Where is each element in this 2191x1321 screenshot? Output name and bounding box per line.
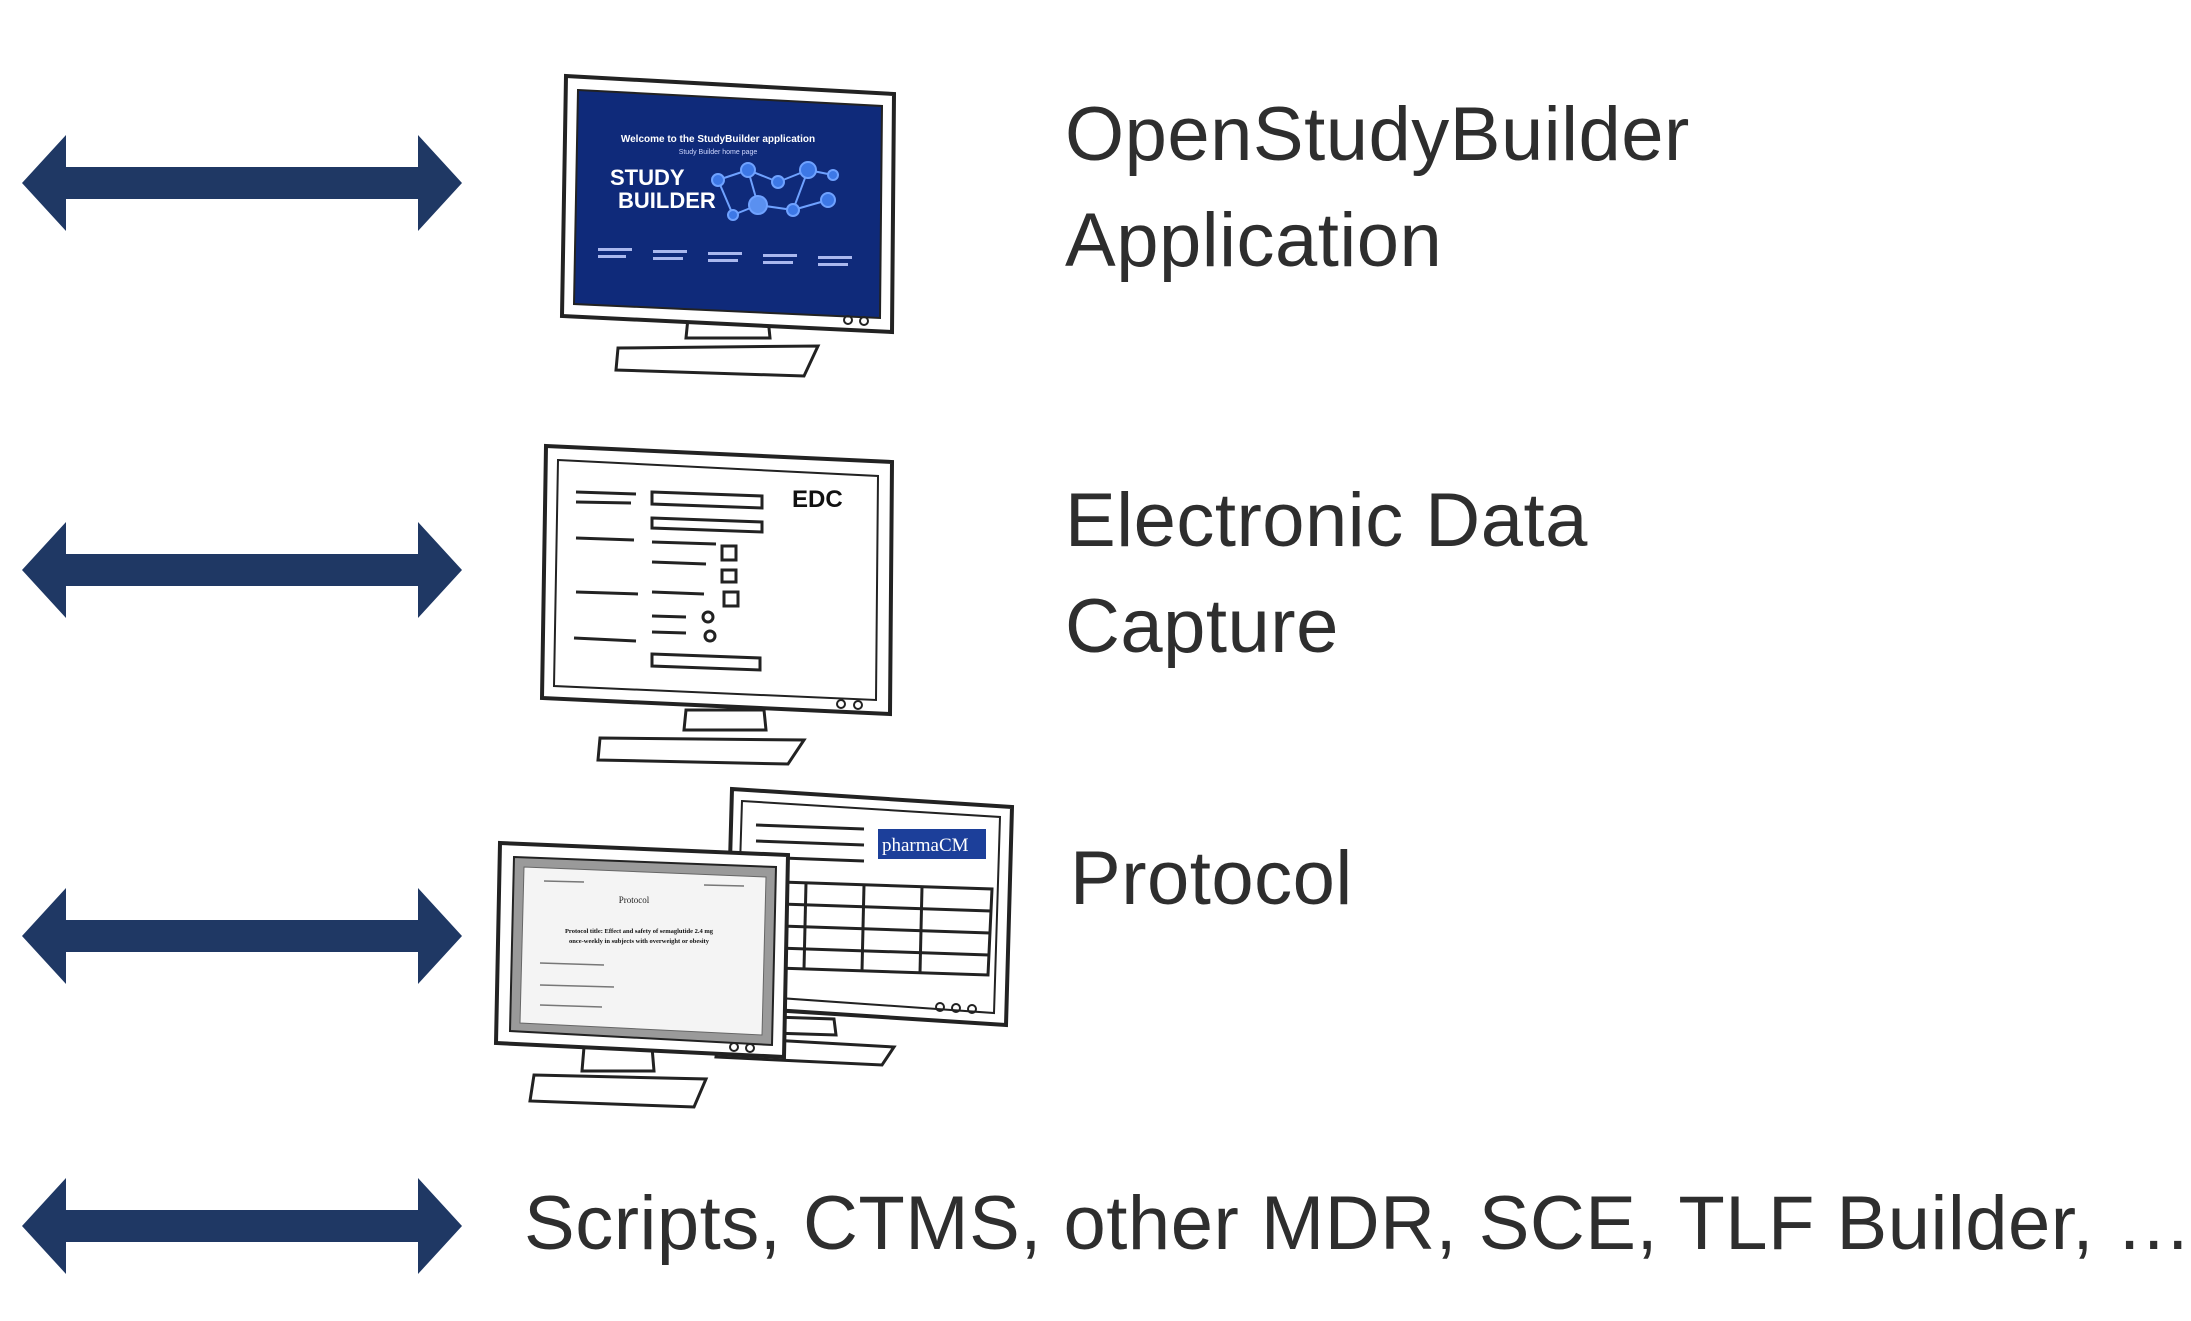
label-other-tools: Scripts, CTMS, other MDR, SCE, TLF Build… bbox=[524, 1171, 2191, 1277]
logo-line-1: STUDY bbox=[610, 165, 685, 190]
doc-line-2: once-weekly in subjects with overweight … bbox=[569, 938, 710, 945]
pharmacm-monitor: pharmaCM bbox=[714, 786, 1015, 1067]
pharmacm-brand: pharmaCM bbox=[882, 835, 969, 856]
double-arrow-1 bbox=[22, 135, 462, 231]
screen-header: Welcome to the StudyBuilder application bbox=[621, 134, 815, 145]
double-arrow-icon bbox=[22, 1178, 462, 1274]
label-line: Application bbox=[1065, 198, 1443, 283]
double-arrow-2 bbox=[22, 522, 462, 618]
doc-title: Protocol bbox=[619, 895, 650, 905]
protocol-monitor: Protocol Protocol title: Effect and safe… bbox=[493, 840, 791, 1109]
logo-line-2: BUILDER bbox=[618, 188, 716, 213]
doc-line-1: Protocol title: Effect and safety of sem… bbox=[565, 928, 714, 935]
double-arrow-icon bbox=[22, 888, 462, 984]
label-protocol: Protocol bbox=[1070, 826, 1353, 932]
double-arrow-icon bbox=[22, 135, 462, 231]
screen-subheader: Study Builder home page bbox=[679, 149, 758, 156]
edc-monitor: EDC bbox=[536, 442, 896, 767]
double-arrow-4 bbox=[22, 1178, 462, 1274]
label-line: Electronic Data bbox=[1065, 478, 1588, 563]
edc-tag: EDC bbox=[792, 486, 843, 513]
label-line: Protocol bbox=[1070, 836, 1353, 921]
double-arrow-3 bbox=[22, 888, 462, 984]
label-line: Capture bbox=[1065, 584, 1339, 669]
label-line: OpenStudyBuilder bbox=[1065, 92, 1690, 177]
protocol-monitors: pharmaCM Protocol Protocol title: Effect… bbox=[493, 785, 1019, 1115]
label-openstudybuilder: OpenStudyBuilder Application bbox=[1065, 82, 1690, 294]
studybuilder-monitor: Welcome to the StudyBuilder application … bbox=[558, 70, 898, 380]
network-icon bbox=[711, 161, 839, 221]
label-edc: Electronic Data Capture bbox=[1065, 468, 1588, 680]
double-arrow-icon bbox=[22, 522, 462, 618]
label-line: Scripts, CTMS, other MDR, SCE, TLF Build… bbox=[524, 1181, 2191, 1266]
